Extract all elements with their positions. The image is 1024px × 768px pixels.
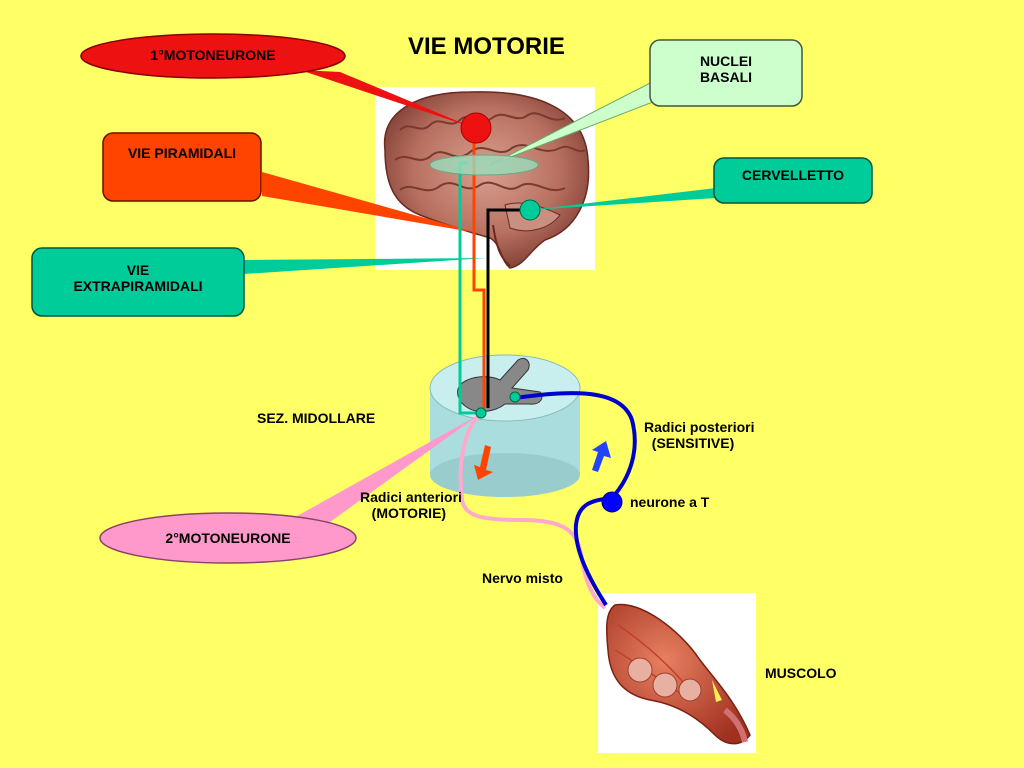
muscle-image [598,593,756,753]
motoneurone1-node [460,112,492,144]
nervo-misto-label: Nervo misto [482,570,563,586]
cervelletto-label: CERVELLETTO [741,167,845,183]
radici-posteriori-label: Radici posteriori (SENSITIVE) [644,419,755,452]
motoneurone1-pointer [300,70,474,128]
sez-midollare-label: SEZ. MIDOLLARE [257,410,376,426]
spinal-cord-section [429,354,581,497]
brain-image [375,87,595,270]
neurone-a-t-node [601,491,623,513]
motoneurone2-label: 2°MOTONEURONE [165,530,291,546]
vie-piramidali-pointer [262,172,478,233]
motoneurone2-callout [99,512,357,564]
nuclei-basali-node [429,154,539,176]
cerebellar-tract-line [486,208,530,408]
cervelletto-pointer [530,188,716,210]
sensory-root-line [514,391,637,607]
muscolo-label: MUSCOLO [765,665,837,681]
motoneurone2-pointer [290,414,480,522]
motor-root-line [458,411,607,610]
vie-piramidali-callout [102,132,262,202]
nuclei-basali-callout [649,39,803,107]
nuclei-basali-label: NUCLEI BASALI [699,53,753,86]
motoneurone1-label: 1°MOTONEURONE [150,47,276,63]
diagram-title: VIE MOTORIE [408,33,565,60]
vie-piramidali-label: VIE PIRAMIDALI [127,145,237,161]
down-arrow [474,445,493,480]
motoneurone2-node [475,407,487,419]
radici-anteriori-label: Radici anteriori (MOTORIE) [360,489,462,522]
vie-extrapiramidali-callout [31,247,245,317]
vie-extrapiramidali-pointer [244,258,486,274]
neurone-a-t-label: neurone a T [630,494,710,510]
up-arrow [592,441,611,472]
vie-extrapiramidali-label: VIE EXTRAPIRAMIDALI [73,262,203,295]
cervelletto-node [519,199,541,221]
ganglion-node [509,391,521,403]
motoneurone1-callout [80,33,346,79]
pyramidal-tract-line [472,128,486,408]
cervelletto-callout [713,157,873,204]
